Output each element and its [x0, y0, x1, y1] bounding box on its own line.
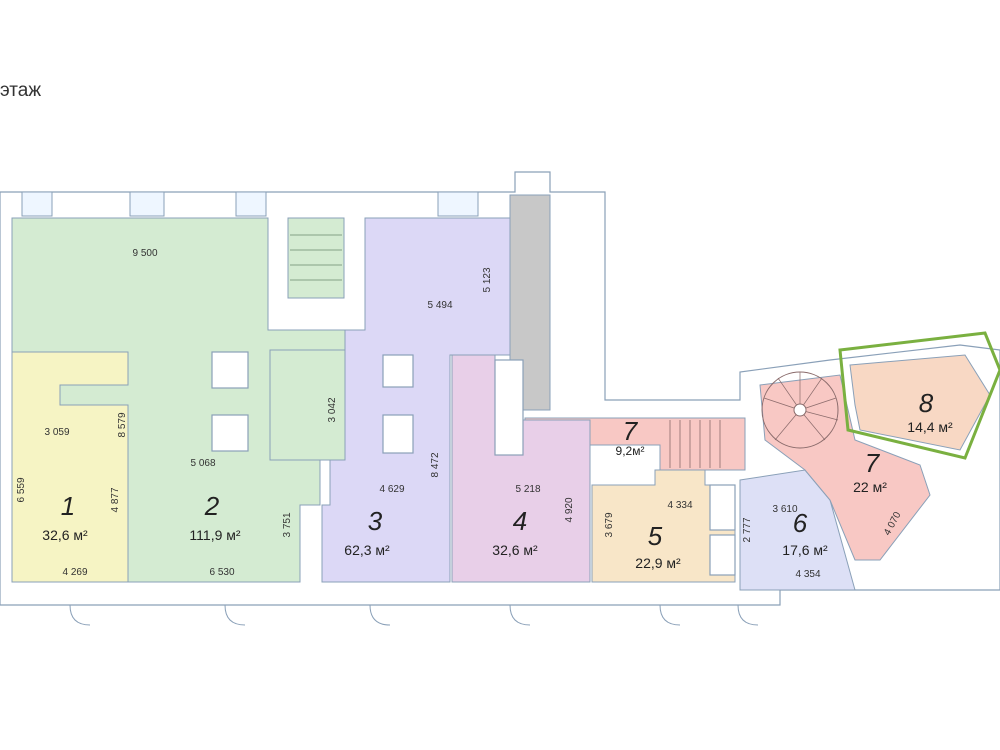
pillar — [211, 414, 249, 452]
dimension-label: 3 679 — [604, 512, 615, 537]
door — [659, 604, 681, 626]
room-3-number: 3 — [368, 506, 383, 536]
dimension-label: 4 269 — [62, 567, 87, 578]
door — [224, 604, 246, 626]
window — [437, 191, 479, 217]
dimension-label: 6 559 — [16, 477, 27, 502]
room-1-number: 1 — [61, 491, 75, 521]
dimension-label: 3 059 — [44, 427, 69, 438]
room-6-area-label: 17,6 м² — [782, 542, 828, 558]
room-3-area — [321, 217, 511, 583]
dimension-label: 5 123 — [482, 267, 493, 292]
room-1-area-label: 32,6 м² — [42, 527, 88, 543]
dimension-label: 4 354 — [795, 569, 820, 580]
stairs-2 — [287, 217, 345, 299]
room-8-area — [849, 354, 991, 451]
column — [494, 359, 524, 456]
room-3-area-label: 62,3 м² — [344, 542, 390, 558]
dimension-label: 4 877 — [110, 487, 121, 512]
room-7-small-number: 7 — [623, 416, 639, 446]
dimension-label: 6 530 — [209, 567, 234, 578]
room-5-number: 5 — [648, 521, 663, 551]
room-7-number: 7 — [865, 448, 881, 478]
dimension-label: 3 751 — [282, 512, 293, 537]
dimension-label: 4 920 — [564, 497, 575, 522]
room-8-area-label: 14,4 м² — [907, 419, 953, 435]
dimension-label: 9 500 — [132, 248, 157, 259]
pillar — [382, 354, 414, 388]
pillar — [211, 351, 249, 389]
room-7-area-label: 22 м² — [853, 479, 887, 495]
room-5-area-label: 22,9 м² — [635, 555, 681, 571]
door — [737, 604, 759, 626]
window — [129, 191, 165, 217]
dimension-label: 8 472 — [430, 452, 441, 477]
room-4-number: 4 — [513, 506, 527, 536]
dimension-label: 3 610 — [772, 504, 797, 515]
stair-steps-7 — [669, 420, 721, 468]
room-6-area — [739, 469, 856, 591]
room-2-area-label: 111,9 м² — [189, 527, 240, 543]
door — [69, 604, 91, 626]
room-7-small-area-label: 9,2м² — [616, 444, 645, 458]
room-2-number: 2 — [204, 491, 220, 521]
dimension-label: 3 042 — [327, 397, 338, 422]
dimension-label: 5 494 — [427, 300, 452, 311]
door — [369, 604, 391, 626]
dimension-label: 4 334 — [667, 500, 692, 511]
wc — [709, 484, 736, 531]
floor-title: этаж — [0, 80, 42, 101]
room-5-area — [591, 469, 736, 583]
room-8-number: 8 — [919, 388, 934, 418]
window — [235, 191, 267, 217]
stair-steps — [290, 234, 342, 281]
wc — [709, 534, 736, 576]
room-6-number: 6 — [793, 508, 808, 538]
window — [21, 191, 53, 217]
dimension-label: 2 777 — [742, 517, 753, 542]
dimension-label: 4 629 — [379, 484, 404, 495]
dimension-label: 5 068 — [190, 458, 215, 469]
room-4-area-label: 32,6 м² — [492, 542, 538, 558]
room-1-area — [11, 351, 129, 583]
dimension-label: 5 218 — [515, 484, 540, 495]
green-annex — [269, 349, 346, 461]
pillar — [382, 414, 414, 454]
room-8-highlight — [838, 331, 1000, 460]
door — [509, 604, 531, 626]
dimension-label: 8 579 — [117, 412, 128, 437]
room-7-area — [759, 374, 931, 561]
